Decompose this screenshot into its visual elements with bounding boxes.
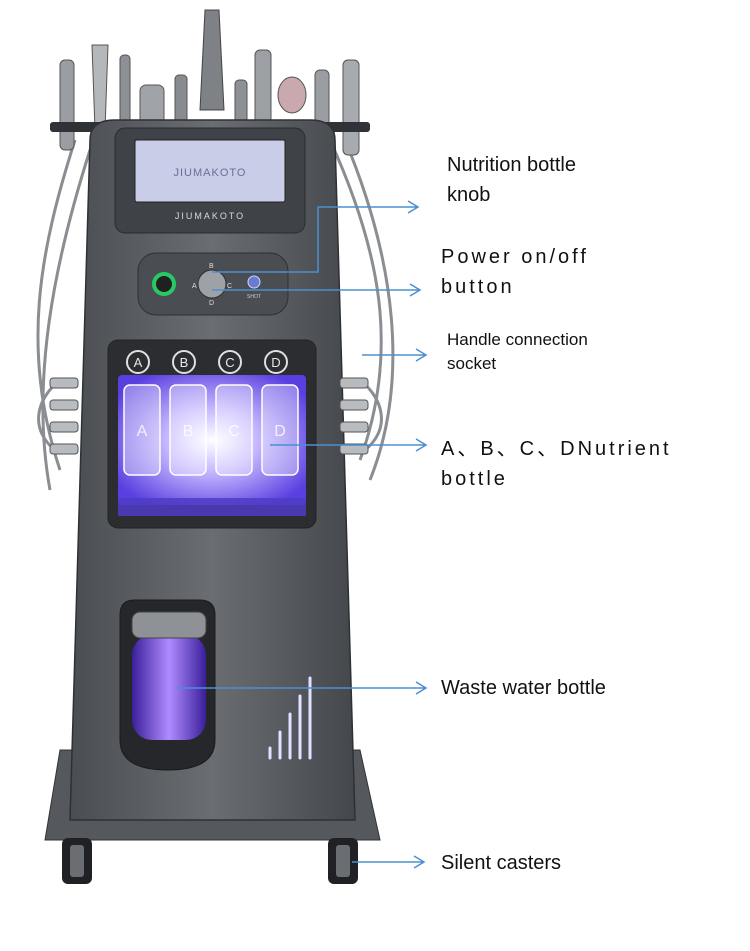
decorative-led-bars: [268, 676, 312, 760]
silent-casters: [62, 838, 358, 884]
display-screen: [134, 139, 286, 203]
nutrient-bottles: A B C D: [123, 384, 299, 476]
handle-8: [254, 49, 272, 131]
arrow-power-button: [212, 283, 422, 297]
bottle-badges: A B C D: [126, 350, 288, 374]
nutrient-bottle-b: [169, 384, 207, 476]
top-handles: [50, 9, 370, 156]
arrow-handle-socket: [362, 348, 428, 362]
callout-silent-casters: Silent casters: [441, 852, 562, 874]
handle-9: [277, 76, 307, 114]
bottle-shelf: [118, 498, 306, 516]
bottle-badge-a: A: [134, 355, 143, 370]
arrow-nutrient-bottles: [270, 438, 428, 452]
power-on-off-button[interactable]: [152, 272, 176, 296]
handle-connection-sockets: [49, 377, 369, 455]
callout-nutrient-bottles: A、B、C、DNutrient bottle: [441, 438, 672, 490]
nutrient-bottle-a: [123, 384, 161, 476]
knob-letter-a: A: [192, 283, 197, 290]
waste-water-bottle: [132, 635, 206, 740]
handle-6: [199, 9, 225, 111]
handle-1: [59, 59, 75, 151]
handle-3: [119, 54, 131, 131]
bottle-label-b: B: [183, 423, 194, 440]
knob-letter-b: B: [209, 263, 214, 270]
callout-nutrition-bottle-knob: Nutrition bottle knob: [447, 154, 576, 206]
waste-bottle-cap: [131, 611, 207, 639]
screen-brand: JIUMAKOTO: [174, 167, 247, 179]
handle-2: [91, 44, 109, 131]
bottle-badge-d: D: [271, 355, 280, 370]
arrow-nutrition-knob: [212, 200, 420, 273]
arrow-waste-bottle: [178, 681, 428, 695]
callout-power-button: Power on/off button: [441, 246, 589, 298]
nutrient-bottle-d: [261, 384, 299, 476]
panel-brand: JIUMAKOTO: [175, 211, 245, 221]
shot-button[interactable]: [247, 275, 261, 289]
knob-letter-d: D: [209, 300, 214, 307]
shot-label: SHOT: [247, 294, 261, 300]
knob-letter-c: C: [227, 283, 232, 290]
bottle-led-backlight: [118, 375, 306, 505]
bottle-badge-c: C: [225, 355, 234, 370]
bottle-label-a: A: [137, 423, 148, 440]
bottle-label-d: D: [274, 423, 286, 440]
handle-11: [342, 59, 360, 156]
callout-arrows: [178, 200, 428, 869]
bottle-badge-b: B: [180, 355, 189, 370]
callout-waste-water-bottle: Waste water bottle: [441, 677, 606, 699]
nutrition-bottle-knob[interactable]: [197, 269, 227, 299]
nutrient-bottle-c: [215, 384, 253, 476]
callout-handle-connection-socket: Handle connection socket: [447, 330, 588, 373]
bottle-label-c: C: [228, 423, 240, 440]
arrow-casters: [352, 855, 426, 869]
